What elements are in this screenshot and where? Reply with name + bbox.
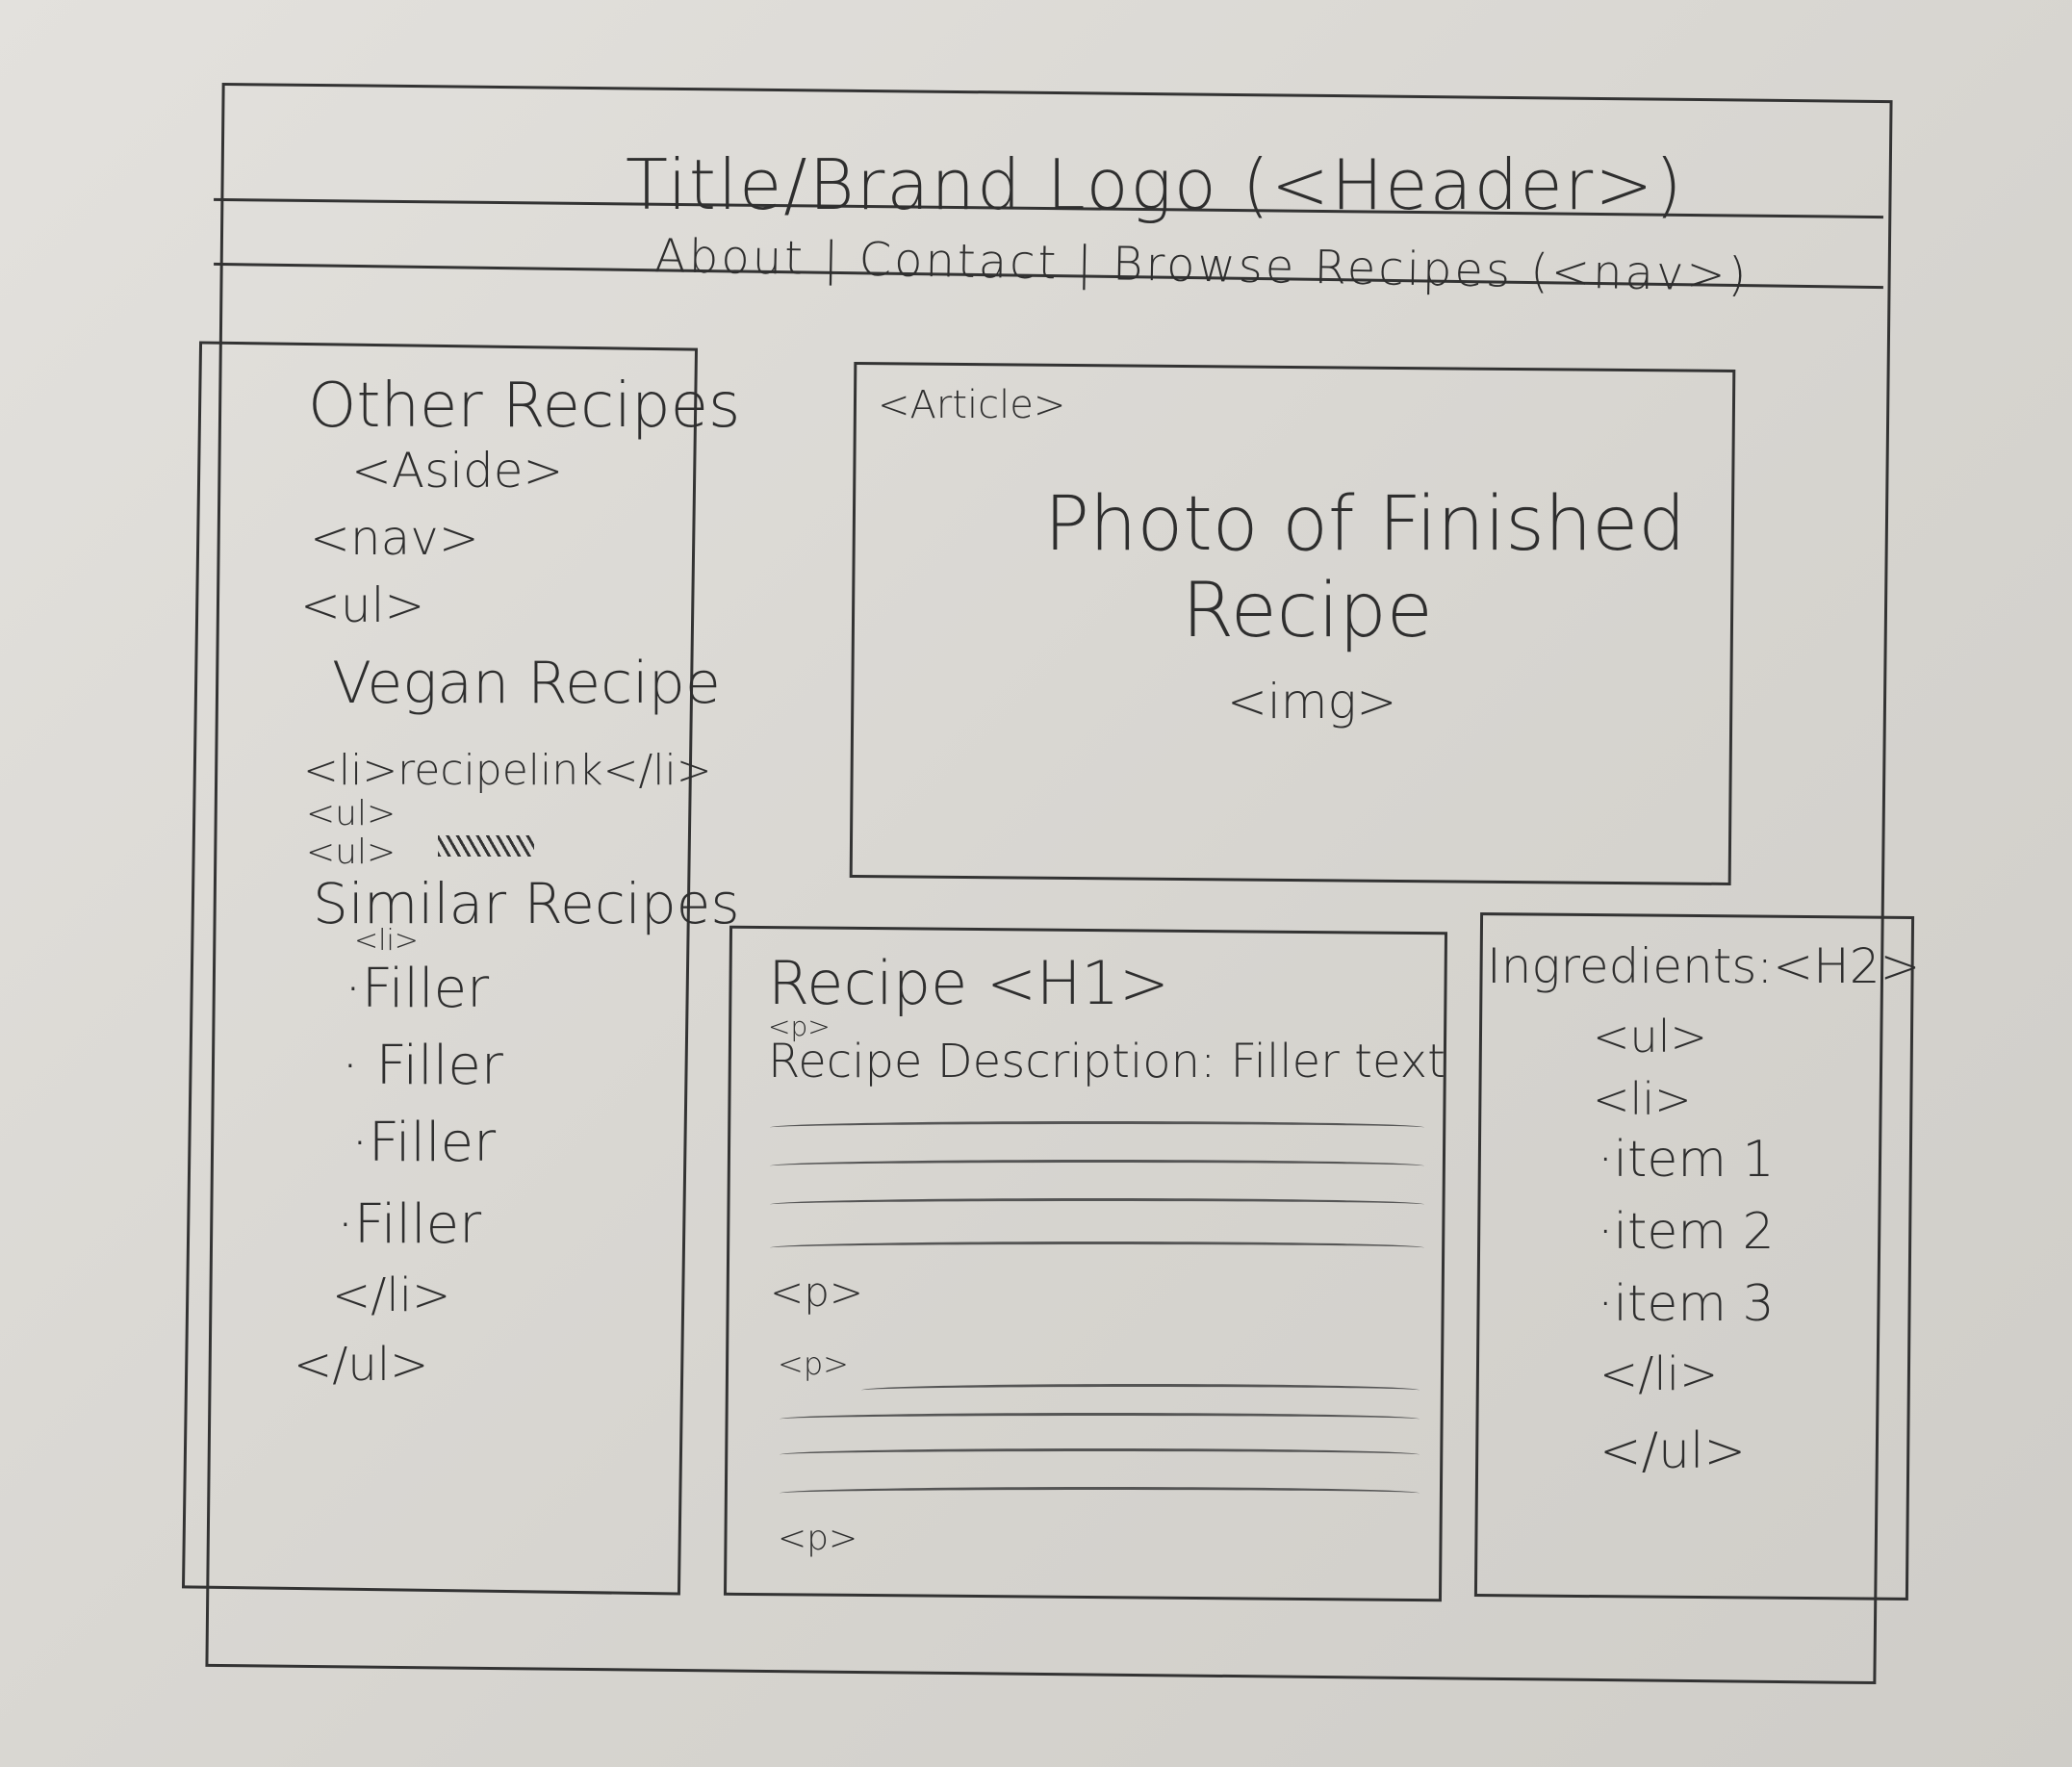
photo-caption-line-1: Photo of Finished (1044, 481, 1686, 568)
scribble-mark (438, 835, 534, 857)
recipe-description: Recipe Description: Filler text (768, 1035, 1445, 1088)
recipe-p-tag: <p> (768, 1011, 831, 1042)
ingredients-ul-tag: <ul> (1593, 1011, 1708, 1063)
recipe-panel (723, 925, 1448, 1602)
aside-ul-close-1: <ul> (306, 794, 396, 833)
recipe-p-tag-3: <p> (778, 1345, 849, 1382)
ingredient-item: ·item 3 (1598, 1275, 1775, 1333)
ingredients-ul-close: </ul> (1599, 1422, 1747, 1480)
ingredients-li-tag: <li> (1593, 1073, 1692, 1125)
aside-nav-tag: <nav> (310, 510, 479, 566)
aside-ul-open-2: <ul> (306, 832, 396, 872)
filler-item[interactable]: ·Filler (351, 1112, 497, 1174)
ingredient-item: ·item 1 (1598, 1131, 1775, 1189)
filler-item[interactable]: ·Filler (337, 1193, 482, 1256)
recipe-p-tag-2: <p> (770, 1268, 864, 1316)
aside-li-close: </li> (332, 1268, 451, 1322)
article-tag: <Article> (878, 383, 1066, 427)
aside-tag: <Aside> (351, 443, 564, 499)
filler-item[interactable]: · Filler (342, 1035, 503, 1097)
aside-ul-close: </ul> (294, 1338, 429, 1392)
ingredients-heading: Ingredients:<H2> (1487, 938, 1921, 994)
aside-heading: Other Recipes (308, 371, 741, 442)
vegan-recipe-label[interactable]: Vegan Recipe (332, 650, 721, 717)
recipe-heading: Recipe <H1> (768, 948, 1169, 1018)
ingredients-li-close: </li> (1599, 1347, 1719, 1401)
aside-ul-tag: <ul> (300, 577, 425, 633)
photo-caption-line-2: Recipe (1182, 568, 1433, 654)
img-tag: <img> (1227, 674, 1397, 730)
filler-item[interactable]: ·Filler (345, 958, 490, 1020)
recipe-p-tag-4: <p> (778, 1519, 858, 1558)
similar-recipes-label: Similar Recipes (313, 871, 740, 936)
aside-li-tag: <li> (354, 924, 419, 958)
ingredient-item: ·item 2 (1598, 1203, 1775, 1261)
header-title: Title/Brand Logo (<Header>) (626, 144, 1684, 225)
recipe-link[interactable]: <li>recipelink</li> (303, 746, 712, 795)
